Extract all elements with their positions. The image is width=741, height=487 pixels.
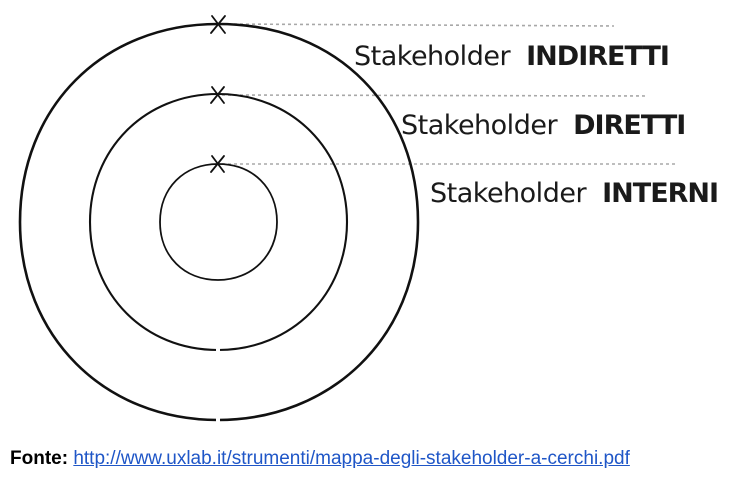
cross-mark-inner: [210, 155, 225, 173]
ring-label-outer-prefix: Stakeholder: [354, 41, 511, 72]
ring-label-outer-emphasis: INDIRETTI: [526, 41, 669, 72]
source-caption: Fonte: http://www.uxlab.it/strumenti/map…: [10, 448, 630, 470]
ring-label-middle-emphasis: DIRETTI: [573, 110, 685, 141]
source-label: Fonte:: [10, 448, 69, 469]
ring-middle: [88, 92, 349, 352]
ring-outer: [18, 22, 420, 422]
ring-label-inner-prefix: Stakeholder: [430, 178, 587, 209]
cross-mark-outer: [210, 15, 226, 34]
source-link[interactable]: http://www.uxlab.it/strumenti/mappa-degl…: [73, 448, 630, 469]
ring-label-middle-prefix: Stakeholder: [401, 110, 558, 141]
cross-mark-middle: [210, 86, 225, 104]
leader-line-outer: [221, 23, 615, 27]
ring-label-outer: Stakeholder INDIRETTI: [354, 41, 669, 72]
ring-label-inner: Stakeholder INTERNI: [430, 178, 718, 209]
ring-label-inner-emphasis: INTERNI: [602, 178, 718, 209]
stakeholder-circles-diagram: Stakeholder INDIRETTI Stakeholder DIRETT…: [18, 15, 719, 423]
leader-line-middle: [221, 94, 649, 97]
ring-label-middle: Stakeholder DIRETTI: [401, 110, 685, 141]
ring-inner: [159, 163, 278, 281]
